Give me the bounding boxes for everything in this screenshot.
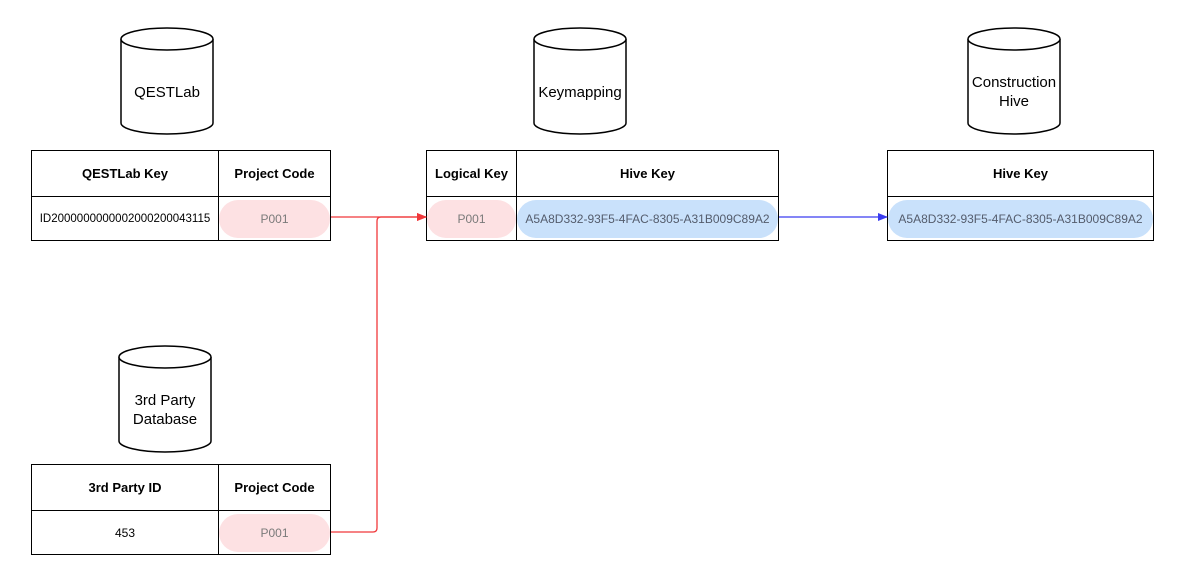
hive-key-header: Hive Key — [516, 151, 778, 196]
logical-key-highlight: P001 — [427, 200, 516, 238]
project-code-cell: P001 — [218, 197, 330, 241]
third-party-id-cell: 453 — [114, 526, 136, 540]
project-code-header: Project Code — [218, 151, 330, 196]
third-party-table: 3rd Party ID Project Code 453 P001 — [31, 464, 331, 555]
construction-hive-database-icon: Construction Hive — [967, 27, 1061, 135]
third-party-database-icon: 3rd Party Database — [118, 345, 212, 453]
logical-key-cell: P001 — [427, 197, 516, 241]
third-party-id-header: 3rd Party ID — [88, 480, 162, 495]
table-row: P001 A5A8D332-93F5-4FAC-8305-A31B009C89A… — [427, 196, 778, 241]
third-party-database-label: 3rd Party Database — [132, 392, 198, 428]
third-party-to-keymapping-link — [331, 213, 427, 533]
keymapping-table: Logical Key Hive Key P001 A5A8D332-93F5-… — [426, 150, 779, 241]
construction-hive-database-label: Construction Hive — [971, 74, 1057, 110]
qestlab-key-cell: ID2000000000002000200043115 — [39, 213, 211, 225]
table-header-row: 3rd Party ID Project Code — [32, 465, 330, 510]
hive-key-cell: A5A8D332-93F5-4FAC-8305-A31B009C89A2 — [888, 197, 1153, 241]
qestlab-key-header: QESTLab Key — [82, 166, 168, 181]
table-row: ID2000000000002000200043115 P001 — [32, 196, 330, 241]
hive-key-highlight: A5A8D332-93F5-4FAC-8305-A31B009C89A2 — [888, 200, 1153, 238]
keymapping-database-icon: Keymapping — [533, 27, 627, 135]
project-code-header: Project Code — [218, 465, 330, 510]
project-code-highlight: P001 — [219, 514, 330, 552]
table-header-row: QESTLab Key Project Code — [32, 151, 330, 196]
project-code-cell: P001 — [218, 511, 330, 555]
table-header-row: Logical Key Hive Key — [427, 151, 778, 196]
hive-table: Hive Key A5A8D332-93F5-4FAC-8305-A31B009… — [887, 150, 1154, 241]
table-header-row: Hive Key — [888, 151, 1153, 196]
project-code-highlight: P001 — [219, 200, 330, 238]
table-row: A5A8D332-93F5-4FAC-8305-A31B009C89A2 — [888, 196, 1153, 241]
qestlab-database-label: QESTLab — [134, 83, 200, 101]
keymapping-database-label: Keymapping — [538, 83, 622, 101]
hive-key-cell: A5A8D332-93F5-4FAC-8305-A31B009C89A2 — [516, 197, 778, 241]
logical-key-header: Logical Key — [435, 166, 508, 181]
qestlab-database-icon: QESTLab — [120, 27, 214, 135]
hive-key-header: Hive Key — [993, 166, 1048, 181]
qestlab-table: QESTLab Key Project Code ID2000000000002… — [31, 150, 331, 241]
table-row: 453 P001 — [32, 510, 330, 555]
hive-key-highlight: A5A8D332-93F5-4FAC-8305-A31B009C89A2 — [517, 200, 778, 238]
